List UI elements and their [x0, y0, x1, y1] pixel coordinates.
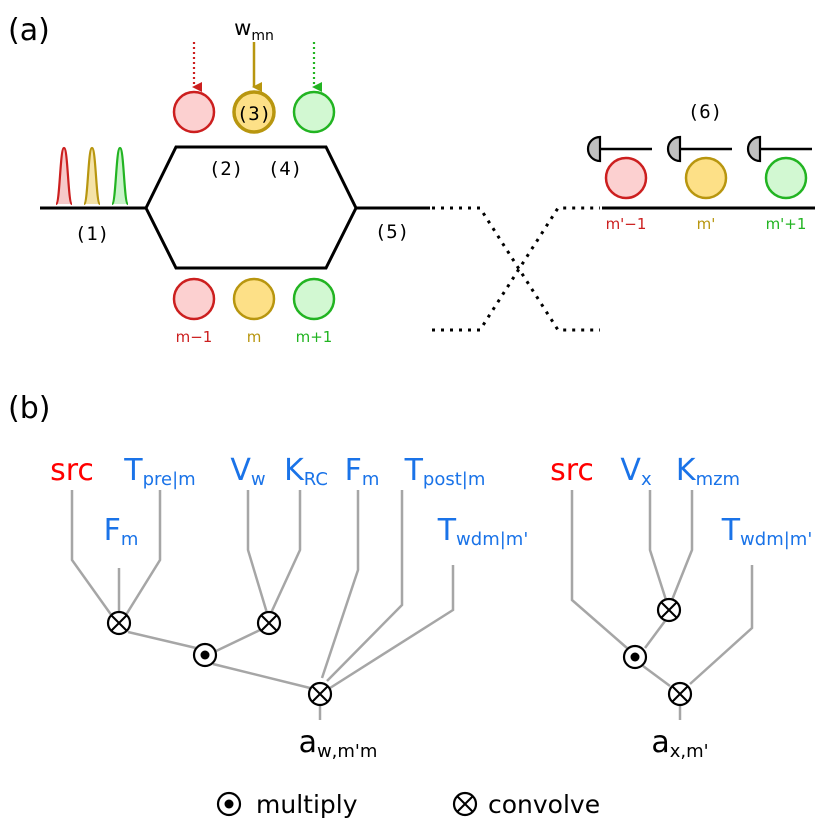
- leaf-src-right: src: [550, 453, 594, 488]
- panel-a-label: (a): [8, 13, 50, 48]
- leaf-src-left: src: [50, 453, 94, 488]
- legend-multiply-icon: [216, 791, 242, 817]
- leaf-t-wdm-left: Twdm|m': [437, 513, 529, 550]
- output-a-x: ax,m': [651, 725, 708, 762]
- pulse-red: [54, 146, 74, 206]
- marker-3: (3): [237, 103, 271, 125]
- leaf-t-pre: Tpre|m: [123, 453, 195, 490]
- convolve-node-right-2: [667, 681, 693, 707]
- panel-b-label: (b): [8, 391, 50, 426]
- leaf-k-mzm: Kmzm: [676, 453, 740, 490]
- ring-top-red: [172, 90, 216, 134]
- convolve-node-left-1: [106, 610, 132, 636]
- leaf-f-m-1: Fm: [104, 513, 139, 550]
- multiply-node-right: [622, 644, 648, 670]
- marker-2: (2): [209, 158, 243, 180]
- photodetector-3: [746, 135, 812, 163]
- legend-convolve-icon: [452, 791, 478, 817]
- leaf-t-post: Tpost|m: [404, 453, 486, 490]
- convolve-node-right-1: [656, 597, 682, 623]
- leaf-v-w: Vw: [230, 453, 265, 490]
- convolve-node-left-2: [256, 610, 282, 636]
- marker-5: (5): [375, 221, 409, 243]
- crossing-dotted-a: [432, 206, 600, 332]
- ring-bottom-gold: [232, 277, 276, 321]
- leaf-t-wdm-right: Twdm|m': [721, 513, 813, 550]
- right-tree-branches: [570, 490, 754, 720]
- legend-multiply-label: multiply: [256, 790, 358, 819]
- ring-label-m: m: [247, 328, 262, 346]
- multiply-node-left: [192, 642, 218, 668]
- ring-top-green: [292, 90, 336, 134]
- ring-label-mp-plus-1: m'+1: [766, 215, 807, 233]
- ring-label-m-minus-1: m−1: [176, 328, 213, 346]
- pulse-green: [110, 146, 130, 206]
- pulse-gold: [82, 146, 102, 206]
- leaf-v-x: Vx: [620, 453, 652, 490]
- ring-label-mp: m': [697, 215, 716, 233]
- legend-convolve-label: convolve: [488, 790, 600, 819]
- ring-rx-green: [764, 156, 808, 200]
- marker-6: (6): [688, 101, 722, 123]
- ring-label-m-plus-1: m+1: [296, 328, 333, 346]
- convolve-node-left-3: [307, 681, 333, 707]
- ring-rx-red: [604, 156, 648, 200]
- photodetector-1: [586, 135, 652, 163]
- ring-label-mp-minus-1: m'−1: [606, 215, 647, 233]
- ring-bottom-green: [292, 277, 336, 321]
- output-a-w: aw,m'm: [299, 725, 378, 762]
- weight-label: wmn: [234, 16, 274, 44]
- ring-bottom-red: [172, 277, 216, 321]
- leaf-k-rc: KRC: [284, 453, 328, 490]
- crossing-dotted-b: [432, 206, 600, 332]
- ring-top-gold: [232, 90, 276, 134]
- marker-1: (1): [75, 223, 109, 245]
- mzi-arms: [144, 145, 358, 270]
- leaf-f-m-2: Fm: [345, 453, 380, 490]
- ring-rx-gold: [684, 156, 728, 200]
- photodetector-2: [666, 135, 732, 163]
- left-tree-branches: [70, 490, 455, 720]
- marker-4: (4): [268, 158, 302, 180]
